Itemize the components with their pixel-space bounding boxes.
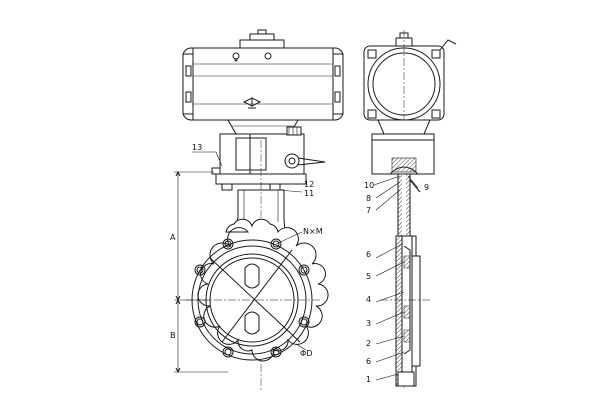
label-1: 1: [366, 375, 371, 384]
label-dim-b: B: [170, 331, 176, 340]
label-7: 7: [366, 206, 371, 215]
lug-body: [191, 218, 329, 362]
actuator-bolt-heads: [232, 52, 272, 62]
label-8: 8: [366, 194, 371, 203]
label-12: 12: [304, 180, 314, 189]
label-phi-d: ΦD: [300, 349, 312, 358]
manual-override-knob: [286, 126, 302, 136]
dimension-lines: [174, 170, 228, 374]
label-2: 2: [366, 339, 371, 348]
leader-lines: [192, 151, 307, 351]
label-3: 3: [366, 319, 371, 328]
side-view: 10 9 8 7 6 5 4 3 2 6 1: [363, 30, 457, 390]
position-indicator-icon: [242, 97, 262, 109]
label-6-lower: 6: [366, 357, 371, 366]
label-nxm: N×M: [303, 227, 323, 236]
label-5: 5: [366, 272, 371, 281]
label-10: 10: [364, 181, 374, 190]
side-bracket: [371, 119, 435, 175]
side-leader-lines: [373, 175, 419, 381]
side-lever: [284, 153, 326, 169]
actuator-top-cap: [239, 29, 285, 49]
actuator-body: [182, 47, 344, 121]
label-4: 4: [366, 295, 371, 304]
side-neck-section: [397, 173, 421, 237]
disc-shaft: [186, 249, 320, 343]
label-9: 9: [424, 183, 429, 192]
label-6-upper: 6: [366, 250, 371, 259]
label-13: 13: [192, 143, 202, 152]
bolt-holes: [194, 238, 310, 358]
label-11: 11: [304, 189, 314, 198]
label-dim-a: A: [170, 233, 176, 242]
side-body-section: [380, 235, 430, 387]
front-view: 13 12 11 N×M A B ΦD: [170, 29, 344, 390]
